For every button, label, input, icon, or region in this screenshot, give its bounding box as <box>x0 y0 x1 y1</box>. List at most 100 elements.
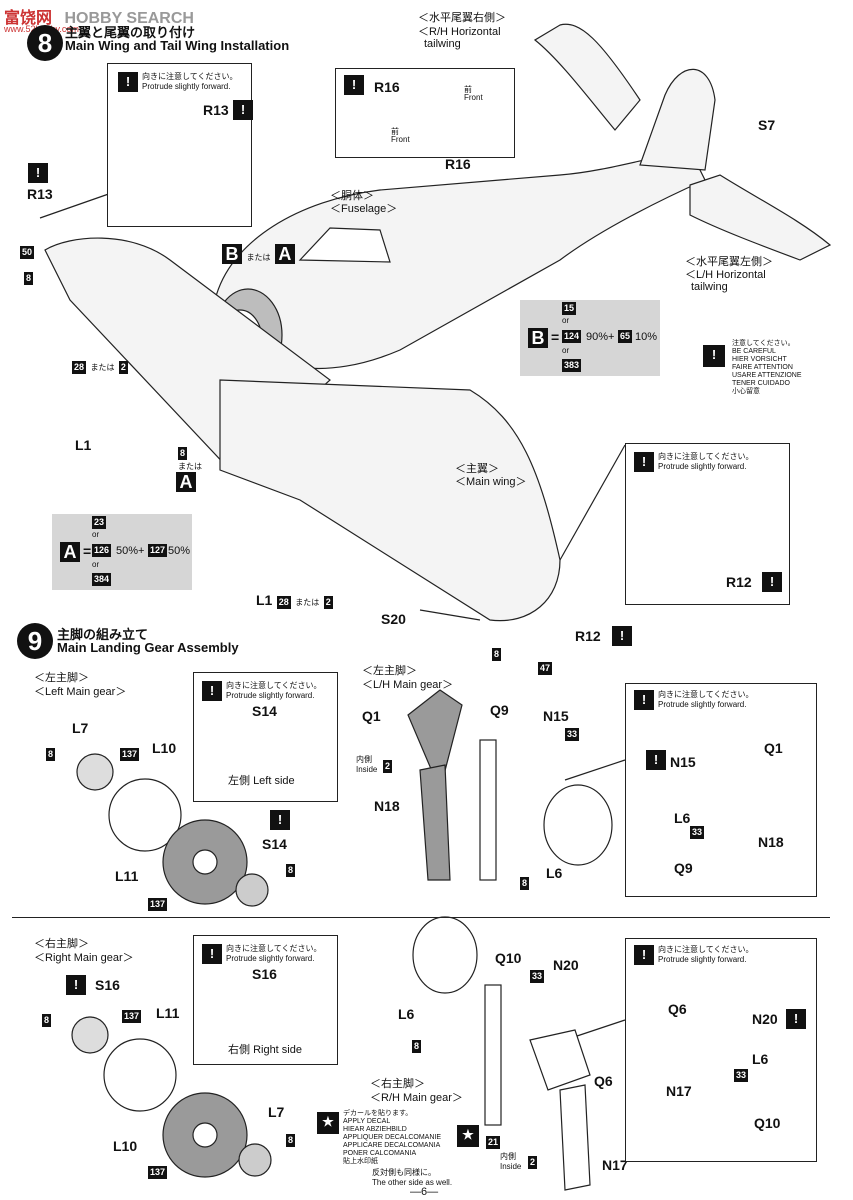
left-side-label: 左側 Left side <box>228 775 295 788</box>
caution-icon: ! <box>344 75 364 95</box>
part-l11: L11 <box>115 868 139 884</box>
equals-sign: = <box>83 543 92 559</box>
decal-line: PONER CALCOMANIA <box>343 1150 417 1158</box>
or-label: または <box>246 253 271 262</box>
part-number-2: 2 <box>528 1156 538 1169</box>
part-s16: S16 <box>95 977 120 993</box>
part-number-2: 2 <box>118 361 128 374</box>
caution-icon: ! <box>762 572 782 592</box>
color-letter-b: B <box>528 328 548 348</box>
or-label: or <box>92 560 100 569</box>
step8-number: 8 <box>27 25 63 61</box>
part-s14-box: S14 <box>252 703 277 719</box>
part-s14: S14 <box>262 836 287 852</box>
part-n18: N18 <box>758 834 784 850</box>
color-number-137: 137 <box>120 748 140 761</box>
color-a-bottom: 384 <box>92 573 112 586</box>
caution-jp: 向きに注意してください。 <box>658 690 754 699</box>
r16-detail-box: ! R16 前 Front 前 Front <box>335 68 515 158</box>
part-q6: Q6 <box>594 1073 613 1089</box>
color-number-8: 8 <box>492 648 502 661</box>
part-l1: L1 <box>256 592 273 608</box>
part-l6: L6 <box>546 865 563 881</box>
left-gear-label-en: ＜Left Main gear＞ <box>34 686 127 698</box>
step9-title-en: Main Landing Gear Assembly <box>57 640 239 655</box>
rh-tailwing-label-en: ＜R/H Horizontal <box>418 26 501 38</box>
part-l7: L7 <box>268 1104 285 1120</box>
side-jp: 右側 <box>228 1044 250 1056</box>
other-side-jp: 反対側も同様に。 <box>372 1168 436 1177</box>
plus-sign: + <box>608 331 615 343</box>
part-n15: N15 <box>543 708 569 724</box>
caution-icon: ! <box>703 345 725 367</box>
decal-line: HIEAR ABZIEHBILD <box>343 1126 407 1134</box>
vertical-tail <box>639 68 716 171</box>
lh-gear-label-jp: ＜左主脚＞ <box>362 665 417 677</box>
rh-gear-detail-box: ! 向きに注意してください。 Protrude slightly forward… <box>625 938 817 1162</box>
color-a-mix2: 127 <box>148 544 168 557</box>
color-choice-b-or-a: B または A <box>222 244 295 265</box>
caution-icon: ! <box>634 945 654 965</box>
part-l10: L10 <box>152 740 177 756</box>
color-number-8: 8 <box>24 272 34 285</box>
caution-icon: ! <box>786 1009 806 1029</box>
part-r13: R13 <box>203 102 229 118</box>
caution-en: Protrude slightly forward. <box>658 700 747 709</box>
lh-tailwing-label-en: ＜L/H Horizontal <box>685 269 766 281</box>
caution-jp: 向きに注意してください。 <box>226 681 322 690</box>
right-gear-label-en: ＜Right Main gear＞ <box>34 952 134 964</box>
part-n17: N17 <box>666 1083 692 1099</box>
or-label: or <box>562 316 570 325</box>
caution-icon: ! <box>270 810 290 830</box>
wheel-left-hub <box>76 753 114 791</box>
color-number-8: 8 <box>412 1040 422 1053</box>
color-a-pct2: 50% <box>168 545 191 557</box>
rh-tailwing-label-jp: ＜水平尾翼右側＞ <box>418 12 506 24</box>
wheel-right-outer <box>103 1038 177 1112</box>
part-number-33: 33 <box>565 728 580 741</box>
caution-icon: ! <box>233 100 253 120</box>
page-number: —6— <box>410 1186 439 1198</box>
part-number-28: 28 <box>276 596 291 609</box>
rh-gear-label-en: ＜R/H Main gear＞ <box>370 1092 463 1104</box>
caution-icon: ! <box>634 452 654 472</box>
lh-gear-detail-box: ! 向きに注意してください。 Protrude slightly forward… <box>625 683 817 897</box>
color-number-8: 8 <box>286 864 296 877</box>
careful-line: TENER CUIDADO <box>732 380 790 388</box>
watermark-left: 富饶网 <box>4 10 53 27</box>
part-q10: Q10 <box>754 1115 781 1131</box>
color-b-bottom: 383 <box>562 359 582 372</box>
rh-inner-door <box>559 1084 591 1191</box>
caution-jp: 向きに注意してください。 <box>658 452 754 461</box>
inside-en: Inside <box>500 1162 522 1171</box>
caution-icon: ! <box>634 690 654 710</box>
caution-icon: ! <box>202 681 222 701</box>
decal-number-21: 21 <box>486 1136 501 1149</box>
canopy <box>298 227 391 263</box>
rh-gear-door <box>529 1029 591 1091</box>
part-n17: N17 <box>602 1157 628 1173</box>
section-divider <box>12 917 830 918</box>
color-mix-b: B = 15 or 124 90% + 65 10% or 383 <box>520 300 660 376</box>
step8-title-jp: 主翼と尾翼の取り付け <box>65 25 196 40</box>
part-q10: Q10 <box>495 950 522 966</box>
color-number-137: 137 <box>148 898 168 911</box>
part-choice-l1-lower: L1 28 または 2 <box>256 592 333 610</box>
rh-tailwing <box>533 23 641 131</box>
color-a-pct1: 50% <box>116 545 139 557</box>
color-b-mix1: 124 <box>562 330 582 343</box>
color-number-8: 8 <box>42 1014 52 1027</box>
caution-en: Protrude slightly forward. <box>658 955 747 964</box>
color-letter-a: A <box>176 472 196 492</box>
color-number-47: 47 <box>538 662 553 675</box>
caution-en: Protrude slightly forward. <box>226 954 315 963</box>
right-gear-label-jp: ＜右主脚＞ <box>34 938 89 950</box>
color-letter-b: B <box>222 244 242 264</box>
part-s7: S7 <box>758 117 776 133</box>
part-r16-box: R16 <box>374 79 400 95</box>
inside-en: Inside <box>356 765 378 774</box>
part-n20: N20 <box>752 1011 778 1027</box>
careful-line: HIER VORSICHT <box>732 356 787 364</box>
or-label: または <box>90 363 115 372</box>
rh-gear-label-jp: ＜右主脚＞ <box>370 1078 425 1090</box>
